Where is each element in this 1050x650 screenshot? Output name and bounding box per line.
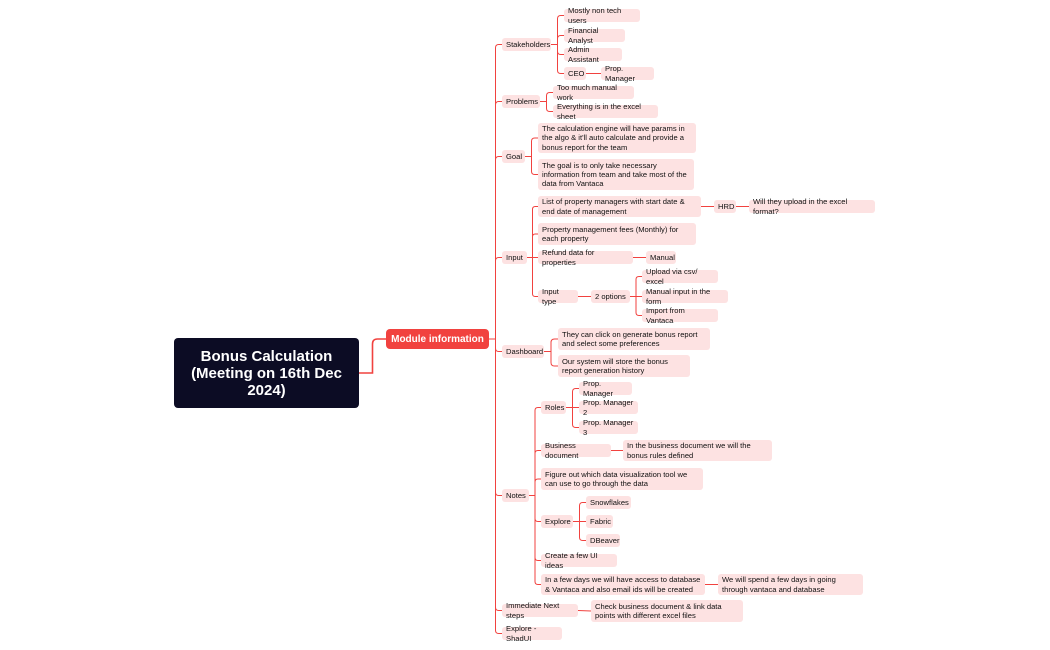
topic-input[interactable]: Input bbox=[502, 251, 527, 264]
connector-n-notes-nb bbox=[529, 450, 541, 496]
subtopic-generate-bonus-report[interactable]: They can click on generate bonus report … bbox=[558, 328, 710, 350]
connector-n-goal-g2 bbox=[525, 156, 538, 175]
connector-n-main-n-dash bbox=[489, 338, 502, 352]
topic-explore-shadui[interactable]: Explore - ShadUI bbox=[502, 624, 562, 643]
connector-n-notes-nr bbox=[529, 407, 541, 496]
subtopic-business-document-detail[interactable]: In the business document we will the bon… bbox=[623, 440, 772, 461]
connector-nr-nr1 bbox=[566, 388, 579, 408]
subtopic-import-from-vantaca[interactable]: Import from Vantaca bbox=[642, 306, 718, 325]
subtopic-ceo[interactable]: CEO bbox=[564, 67, 586, 80]
connector-ne-ne3 bbox=[573, 521, 586, 541]
connector-n-input-i2 bbox=[527, 233, 538, 258]
connector-n-notes-nu bbox=[529, 495, 541, 561]
topic-problems[interactable]: Problems bbox=[502, 95, 540, 108]
connector-i4a-i4d bbox=[630, 296, 642, 316]
connector-n-main-n-shad bbox=[489, 338, 502, 634]
subtopic-goal-data[interactable]: The goal is to only take necessary infor… bbox=[538, 159, 694, 190]
connector-n-dash-d2 bbox=[544, 351, 558, 367]
subtopic-too-much-manual-work[interactable]: Too much manual work bbox=[553, 83, 634, 102]
subtopic-database-access-detail[interactable]: We will spend a few days in going throug… bbox=[718, 574, 863, 595]
subtopic-financial-analyst[interactable]: Financial Analyst bbox=[564, 26, 625, 45]
connector-n-main-n-notes bbox=[489, 338, 502, 496]
topic-notes[interactable]: Notes bbox=[502, 489, 529, 502]
connector-n-main-n-prob bbox=[489, 101, 502, 340]
subtopic-input-type[interactable]: Input type bbox=[538, 287, 578, 306]
subtopic-database-access[interactable]: In a few days we will have access to dat… bbox=[541, 574, 705, 595]
subtopic-dbeaver[interactable]: DBeaver bbox=[586, 534, 620, 547]
subtopic-role-prop-manager-3[interactable]: Prop. Manager 3 bbox=[579, 418, 638, 437]
main-topic-module-information[interactable]: Module information bbox=[386, 329, 489, 349]
connector-n-main-n-input bbox=[489, 257, 502, 340]
subtopic-hrd[interactable]: HRD bbox=[714, 200, 736, 213]
connector-n-stake-s2 bbox=[551, 35, 564, 45]
subtopic-snowflakes[interactable]: Snowflakes bbox=[586, 496, 631, 509]
connector-n-main-n-next bbox=[489, 338, 502, 611]
subtopic-manual-input-form[interactable]: Manual input in the form bbox=[642, 287, 728, 306]
subtopic-prop-manager[interactable]: Prop. Manager bbox=[601, 64, 654, 83]
connector-n-prob-p1 bbox=[540, 92, 553, 102]
subtopic-excel-format-question[interactable]: Will they upload in the excel format? bbox=[749, 197, 875, 216]
subtopic-fabric[interactable]: Fabric bbox=[586, 515, 613, 528]
connector-n-goal-g1 bbox=[525, 137, 538, 157]
connector-n-stake-s3 bbox=[551, 44, 564, 55]
subtopic-roles[interactable]: Roles bbox=[541, 401, 566, 414]
subtopic-role-prop-manager-2[interactable]: Prop. Manager 2 bbox=[579, 398, 638, 417]
subtopic-non-tech-users[interactable]: Mostly non tech users bbox=[564, 6, 640, 25]
connector-nr-nr3 bbox=[566, 407, 579, 428]
subtopic-check-business-document[interactable]: Check business document & link data poin… bbox=[591, 600, 743, 622]
connector-n-root-n-main bbox=[359, 338, 386, 374]
connector-ne-ne1 bbox=[573, 502, 586, 522]
subtopic-list-of-property-managers[interactable]: List of property managers with start dat… bbox=[538, 196, 701, 217]
connector-n-prob-p2 bbox=[540, 101, 553, 112]
connector-n-main-n-stake bbox=[489, 44, 502, 340]
connector-n-stake-s1 bbox=[551, 15, 564, 45]
connector-i4a-i4b bbox=[630, 276, 642, 297]
subtopic-ui-ideas[interactable]: Create a few UI ideas bbox=[541, 551, 617, 570]
subtopic-data-visualization-tool[interactable]: Figure out which data visualization tool… bbox=[541, 468, 703, 490]
connector-n-input-i1 bbox=[527, 206, 538, 258]
topic-dashboard[interactable]: Dashboard bbox=[502, 345, 544, 358]
topic-immediate-next-steps[interactable]: Immediate Next steps bbox=[502, 601, 578, 620]
topic-goal[interactable]: Goal bbox=[502, 150, 525, 163]
connector-n-notes-nv bbox=[529, 478, 541, 496]
subtopic-everything-in-excel[interactable]: Everything is in the excel sheet bbox=[553, 102, 658, 121]
connector-n-next-x1 bbox=[577, 610, 592, 612]
subtopic-report-history[interactable]: Our system will store the bonus report g… bbox=[558, 355, 690, 377]
subtopic-calculation-engine[interactable]: The calculation engine will have params … bbox=[538, 123, 696, 153]
connector-n-input-i4 bbox=[527, 257, 538, 297]
connector-n-notes-na bbox=[529, 495, 541, 585]
connector-n-main-n-goal bbox=[489, 156, 502, 340]
connector-n-dash-d1 bbox=[544, 338, 558, 352]
subtopic-role-prop-manager[interactable]: Prop. Manager bbox=[579, 379, 632, 398]
subtopic-2-options[interactable]: 2 options bbox=[591, 290, 630, 303]
root-topic[interactable]: Bonus Calculation (Meeting on 16th Dec 2… bbox=[174, 338, 359, 408]
connector-n-notes-ne bbox=[529, 495, 541, 522]
subtopic-explore[interactable]: Explore bbox=[541, 515, 573, 528]
connector-n-stake-s4 bbox=[551, 44, 564, 74]
subtopic-admin-assistant[interactable]: Admin Assistant bbox=[564, 45, 622, 64]
topic-stakeholders[interactable]: Stakeholders bbox=[502, 38, 551, 51]
subtopic-manual[interactable]: Manual bbox=[646, 251, 676, 264]
subtopic-business-document[interactable]: Business document bbox=[541, 441, 611, 460]
subtopic-upload-csv-excel[interactable]: Upload via csv/ excel bbox=[642, 267, 718, 286]
subtopic-property-management-fees[interactable]: Property management fees (Monthly) for e… bbox=[538, 223, 696, 245]
subtopic-refund-data[interactable]: Refund data for properties bbox=[538, 248, 633, 267]
